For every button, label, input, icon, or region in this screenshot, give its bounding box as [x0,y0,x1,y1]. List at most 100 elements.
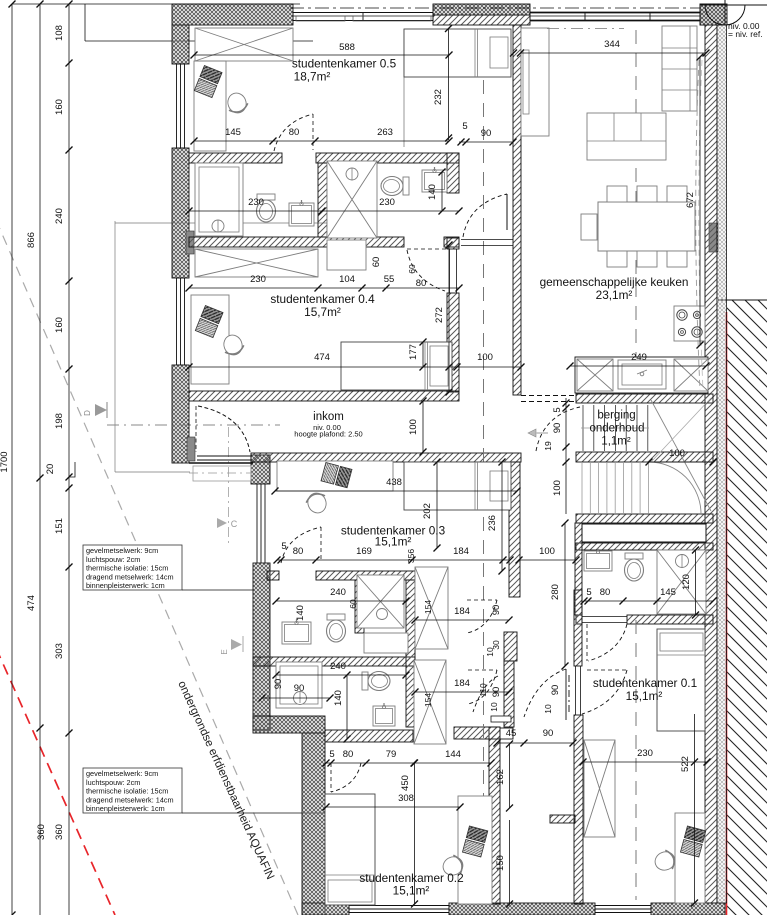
svg-text:169: 169 [356,546,372,557]
svg-text:236: 236 [487,515,498,531]
svg-text:5: 5 [329,749,334,760]
svg-text:hoogte plafond: 2.50: hoogte plafond: 2.50 [294,430,362,439]
svg-text:184: 184 [454,678,470,689]
svg-text:luchtspouw: 2cm: luchtspouw: 2cm [86,555,140,564]
svg-text:104: 104 [339,274,355,285]
svg-text:145: 145 [225,127,241,138]
svg-text:80: 80 [416,278,427,289]
svg-text:10: 10 [489,702,499,712]
svg-text:120: 120 [681,574,692,590]
svg-text:studentenkamer 0.3: studentenkamer 0.3 [341,524,446,538]
svg-text:niv. 0.00: niv. 0.00 [313,423,341,432]
svg-text:90: 90 [481,128,492,139]
svg-text:672: 672 [685,192,696,208]
svg-text:140: 140 [333,690,344,706]
svg-text:202: 202 [422,503,433,519]
svg-text:thermische isolatie: 15cm: thermische isolatie: 15cm [86,787,168,796]
svg-text:niv. 0.00: niv. 0.00 [728,21,760,31]
svg-text:154: 154 [423,693,433,707]
svg-text:60: 60 [407,264,417,274]
svg-text:berging: berging [597,410,635,422]
svg-text:474: 474 [314,352,330,363]
svg-text:60: 60 [371,257,382,268]
svg-text:60: 60 [348,599,358,609]
svg-text:360: 360 [36,824,47,840]
svg-text:30: 30 [491,640,501,650]
svg-text:studentenkamer 0.5: studentenkamer 0.5 [292,57,397,71]
svg-text:249: 249 [631,352,647,363]
svg-text:80: 80 [600,587,611,598]
svg-text:588: 588 [339,42,355,53]
svg-text:240: 240 [54,208,65,224]
svg-text:474: 474 [26,595,37,611]
svg-text:360: 360 [54,824,65,840]
svg-text:438: 438 [386,477,402,488]
svg-text:19: 19 [543,441,553,451]
svg-text:344: 344 [604,39,620,50]
svg-text:154: 154 [423,600,433,614]
svg-text:184: 184 [453,546,469,557]
svg-text:23,1m²: 23,1m² [596,288,633,302]
svg-text:272: 272 [434,307,445,323]
svg-text:binnenpleisterwerk: 1cm: binnenpleisterwerk: 1cm [86,581,165,590]
svg-text:522: 522 [680,756,691,772]
svg-text:binnenpleisterwerk: 1cm: binnenpleisterwerk: 1cm [86,804,165,813]
svg-text:90: 90 [273,679,284,690]
svg-text:5: 5 [552,407,563,412]
svg-text:110: 110 [478,683,488,697]
svg-text:230: 230 [248,197,264,208]
svg-text:55: 55 [384,274,395,285]
svg-text:onderhoud: onderhoud [590,423,645,435]
svg-text:232: 232 [433,89,444,105]
svg-text:studentenkamer 0.4: studentenkamer 0.4 [270,292,375,306]
svg-text:studentenkamer 0.1: studentenkamer 0.1 [593,676,697,690]
svg-text:230: 230 [250,274,266,285]
svg-text:studentenkamer 0.2: studentenkamer 0.2 [359,871,463,885]
svg-text:263: 263 [377,127,393,138]
svg-text:79: 79 [386,749,397,760]
svg-text:140: 140 [427,184,438,200]
svg-text:80: 80 [343,749,354,760]
svg-text:5: 5 [462,121,467,132]
svg-text:5: 5 [586,587,591,598]
svg-text:100: 100 [552,480,563,496]
svg-text:177: 177 [408,344,419,360]
svg-text:gemeenschappelijke keuken: gemeenschappelijke keuken [540,275,689,289]
svg-text:dragend metselwerk: 14cm: dragend metselwerk: 14cm [86,572,174,581]
svg-text:E: E [220,649,229,654]
svg-text:20: 20 [45,464,56,475]
svg-text:45: 45 [506,728,517,739]
svg-text:90: 90 [550,685,561,696]
svg-text:inkom: inkom [313,411,344,423]
svg-text:90: 90 [552,423,563,434]
svg-text:90: 90 [491,687,502,698]
svg-text:108: 108 [54,25,65,41]
svg-text:151: 151 [54,518,65,534]
svg-text:luchtspouw: 2cm: luchtspouw: 2cm [86,778,140,787]
svg-text:1,1m²: 1,1m² [601,436,631,448]
svg-text:144: 144 [445,749,461,760]
svg-text:160: 160 [54,317,65,333]
svg-text:15,1m²: 15,1m² [393,884,430,898]
svg-text:15,1m²: 15,1m² [375,535,412,549]
svg-text:280: 280 [550,584,561,600]
svg-text:162: 162 [495,769,506,785]
svg-text:160: 160 [54,99,65,115]
svg-text:90: 90 [294,683,305,694]
svg-text:gevelmetselwerk: 9cm: gevelmetselwerk: 9cm [86,546,158,555]
svg-text:C: C [231,519,238,529]
svg-text:230: 230 [637,748,653,759]
svg-text:356: 356 [406,549,416,563]
svg-text:303: 303 [54,643,65,659]
svg-text:10: 10 [543,704,553,714]
svg-text:15,7m²: 15,7m² [304,305,341,319]
svg-text:140: 140 [295,605,306,621]
svg-text:80: 80 [289,127,300,138]
svg-text:100: 100 [669,448,685,459]
svg-text:= niv. ref.: = niv. ref. [728,29,763,39]
svg-text:150: 150 [495,855,506,871]
svg-text:145: 145 [660,587,676,598]
svg-text:100: 100 [539,546,555,557]
svg-text:1700: 1700 [0,451,10,472]
svg-text:198: 198 [54,413,65,429]
